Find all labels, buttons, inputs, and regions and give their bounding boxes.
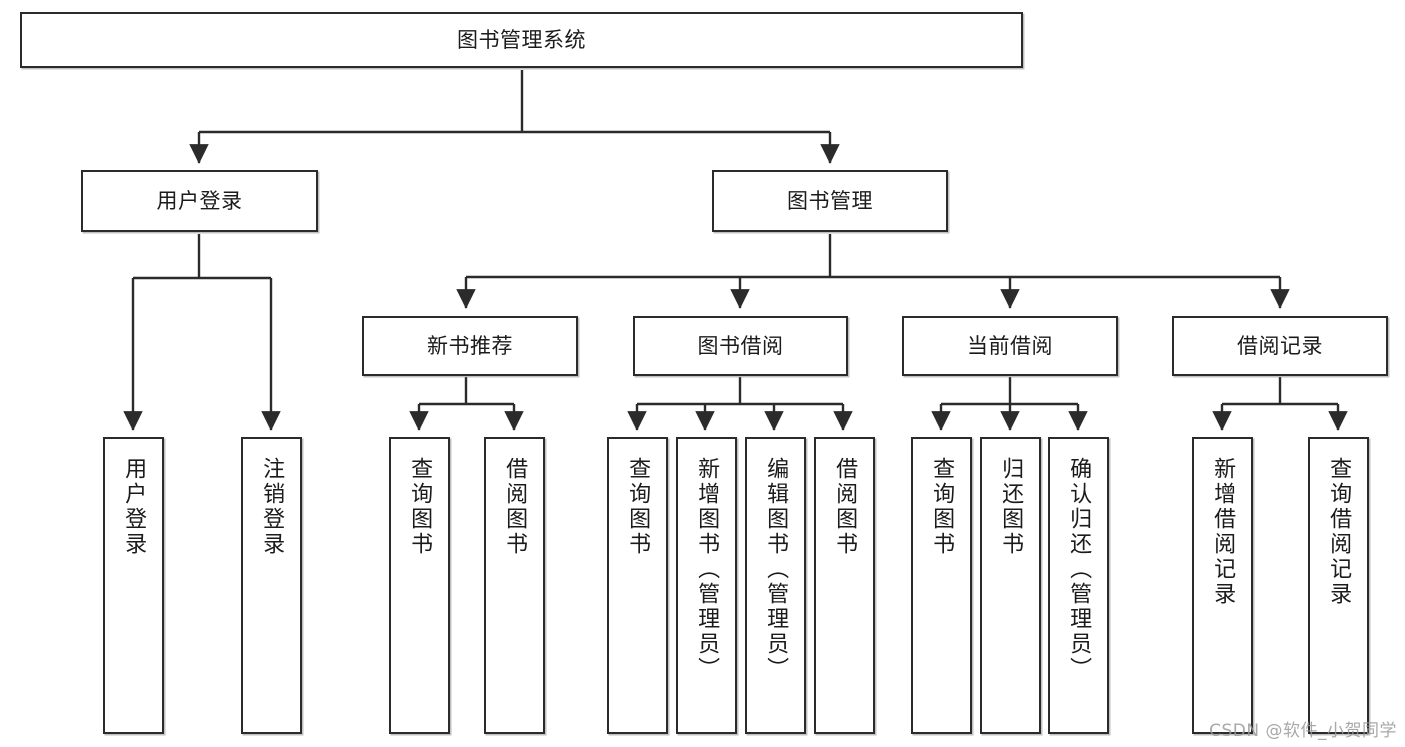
node-leaf-query-book-2-label: 查询图书	[625, 457, 651, 557]
node-leaf-borrow-book-1-label: 借阅图书	[502, 457, 528, 557]
node-leaf-add-record[interactable]: 新增借阅记录	[1192, 437, 1253, 734]
node-leaf-confirm-return-label: 确认归还（管理员）	[1066, 457, 1092, 682]
node-book-manage[interactable]: 图书管理	[712, 170, 948, 232]
node-leaf-logout-login[interactable]: 注销登录	[241, 437, 302, 734]
node-root-label: 图书管理系统	[457, 27, 586, 52]
node-borrow-record[interactable]: 借阅记录	[1172, 316, 1388, 376]
node-current-borrow[interactable]: 当前借阅	[902, 316, 1118, 376]
node-borrow-record-label: 借阅记录	[1237, 333, 1323, 358]
node-book-manage-label: 图书管理	[787, 188, 873, 213]
csdn-watermark: CSDN @软件_小贺同学	[1209, 721, 1397, 741]
node-leaf-return-book[interactable]: 归还图书	[980, 437, 1041, 734]
node-leaf-user-login[interactable]: 用户登录	[103, 437, 164, 734]
node-leaf-query-book-1[interactable]: 查询图书	[389, 437, 450, 734]
node-leaf-edit-book-label: 编辑图书（管理员）	[763, 457, 789, 682]
node-leaf-user-login-label: 用户登录	[121, 457, 147, 557]
node-current-borrow-label: 当前借阅	[967, 333, 1053, 358]
node-leaf-query-book-2[interactable]: 查询图书	[607, 437, 668, 734]
node-user-login[interactable]: 用户登录	[81, 170, 318, 232]
node-new-book-rec[interactable]: 新书推荐	[362, 316, 578, 376]
node-leaf-borrow-book-2[interactable]: 借阅图书	[814, 437, 875, 734]
node-root[interactable]: 图书管理系统	[20, 12, 1023, 68]
node-leaf-confirm-return[interactable]: 确认归还（管理员）	[1048, 437, 1109, 734]
node-book-borrow-label: 图书借阅	[697, 333, 784, 358]
node-leaf-borrow-book-1[interactable]: 借阅图书	[484, 437, 545, 734]
node-leaf-query-book-1-label: 查询图书	[407, 457, 433, 557]
node-leaf-logout-login-label: 注销登录	[259, 457, 285, 557]
node-leaf-query-record[interactable]: 查询借阅记录	[1308, 437, 1369, 734]
node-book-borrow[interactable]: 图书借阅	[633, 316, 848, 376]
node-leaf-add-record-label: 新增借阅记录	[1210, 457, 1236, 607]
node-leaf-query-book-3[interactable]: 查询图书	[911, 437, 972, 734]
node-new-book-rec-label: 新书推荐	[427, 333, 513, 358]
node-leaf-edit-book[interactable]: 编辑图书（管理员）	[745, 437, 806, 734]
node-user-login-label: 用户登录	[156, 188, 243, 213]
node-leaf-query-record-label: 查询借阅记录	[1326, 457, 1352, 607]
node-leaf-return-book-label: 归还图书	[998, 457, 1024, 557]
node-leaf-borrow-book-2-label: 借阅图书	[832, 457, 858, 557]
node-leaf-query-book-3-label: 查询图书	[929, 457, 955, 557]
node-leaf-add-book-label: 新增图书（管理员）	[694, 457, 720, 682]
node-leaf-add-book[interactable]: 新增图书（管理员）	[676, 437, 737, 734]
